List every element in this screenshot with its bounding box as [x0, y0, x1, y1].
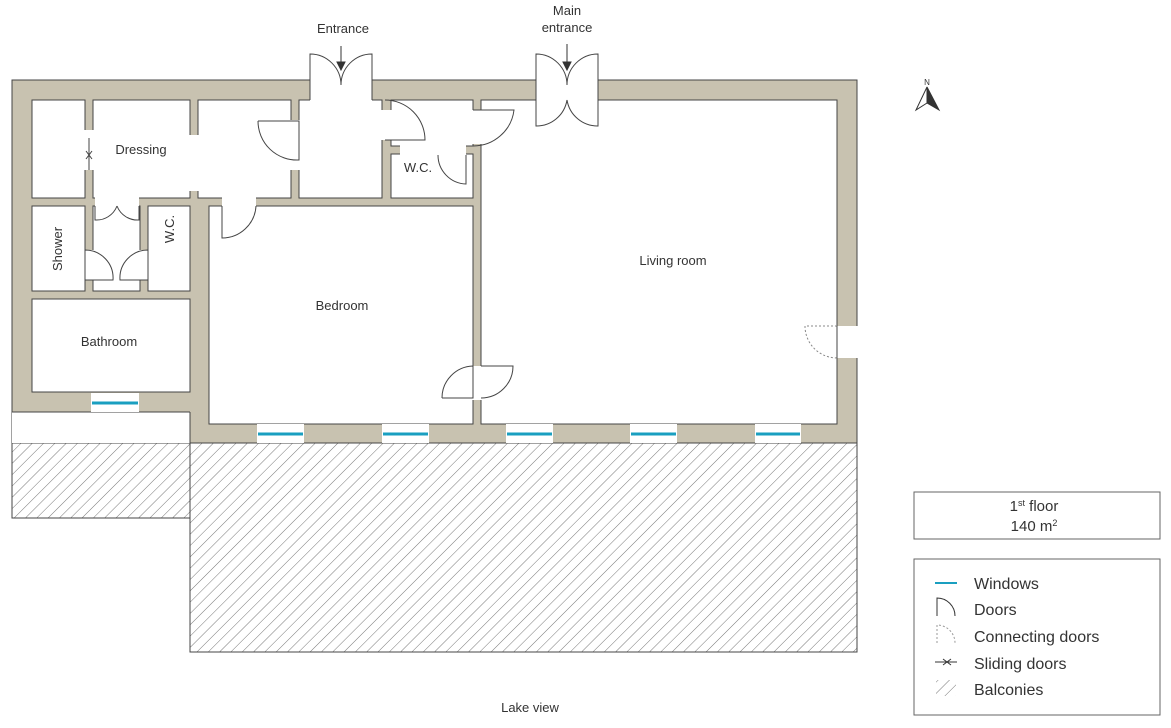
main-entrance-label-2: entrance	[542, 20, 593, 35]
connecting-door	[804, 325, 838, 359]
floor-word: floor	[1025, 498, 1058, 515]
room-dressing	[92, 99, 191, 199]
dressing-label: Dressing	[115, 142, 166, 157]
room-corridor	[390, 99, 474, 147]
entrance-label: Entrance	[317, 21, 369, 36]
left-wing-cut	[12, 412, 190, 443]
legend-doors-icon	[936, 597, 956, 617]
legend-sliding-doors-label: Sliding doors	[974, 656, 1067, 673]
floor-suffix: st	[1018, 498, 1026, 508]
doors	[84, 53, 599, 399]
room-hall-entrance	[298, 99, 383, 199]
legend-windows-label: Windows	[974, 576, 1039, 593]
shower-label: Shower	[50, 226, 65, 271]
legend-sliding-doors-icon	[935, 658, 957, 666]
north-label: N	[924, 78, 930, 87]
north-arrow-icon	[914, 86, 941, 112]
legend-connecting-doors-label: Connecting doors	[974, 629, 1099, 646]
room-bedroom	[208, 205, 474, 425]
living-room-label: Living room	[639, 253, 706, 268]
balcony-main	[189, 442, 858, 653]
bedroom-label: Bedroom	[316, 298, 369, 313]
legend-balconies-label: Balconies	[974, 682, 1043, 699]
room-closet-left	[31, 99, 86, 199]
room-shower	[31, 205, 86, 292]
area-value: 140 m	[1011, 518, 1053, 535]
wc-top-label: W.C.	[404, 160, 432, 175]
room-wc-top	[390, 153, 474, 199]
room-hall-left	[197, 99, 292, 199]
sliding-door	[85, 138, 93, 170]
room-wc-side	[147, 205, 191, 292]
area-unit-exp: 2	[1052, 518, 1057, 528]
floor-info-box	[913, 491, 1161, 540]
floor-label: 1st floor	[1010, 498, 1059, 515]
floor-number: 1	[1010, 498, 1018, 515]
legend-connecting-doors-icon	[936, 624, 956, 644]
legend-doors-label: Doors	[974, 602, 1017, 619]
wc-side-label: W.C.	[162, 215, 177, 243]
lake-view-label: Lake view	[501, 700, 559, 715]
room-living	[480, 99, 838, 425]
room-bathroom	[31, 298, 191, 393]
main-entrance-label-1: Main	[553, 3, 581, 18]
area-label: 140 m2	[1011, 518, 1058, 535]
rooms	[31, 99, 838, 425]
entrance-arrows	[336, 44, 572, 72]
legend-balconies-swatch	[936, 680, 956, 696]
room-shower-mid	[92, 205, 141, 292]
bathroom-label: Bathroom	[81, 334, 137, 349]
